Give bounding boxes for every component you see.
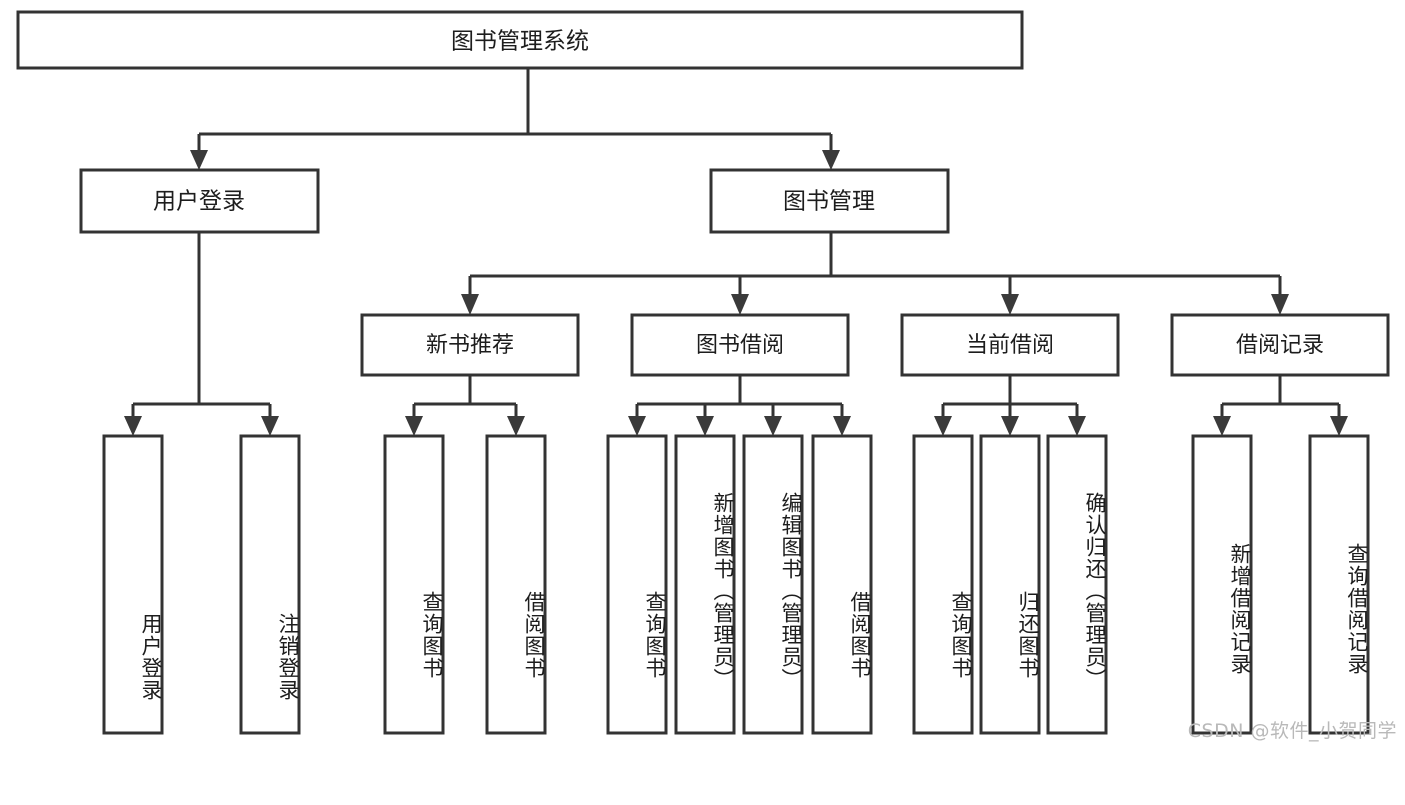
flowchart-svg: 图书管理系统 用户登录 图书管理 新书推荐 图书借阅 当前借阅 借阅记录 — [16, 10, 1390, 735]
node-root-label: 图书管理系统 — [451, 29, 589, 55]
leaf-box-current-2[interactable] — [1046, 434, 1108, 735]
connector-record-to-leaves — [1213, 375, 1348, 436]
leaf-boxes-current-borrow — [912, 434, 1108, 735]
node-book-borrow[interactable]: 图书借阅 — [630, 313, 850, 377]
csdn-watermark: CSDN @软件_小贺同学 — [1187, 720, 1397, 742]
leaf-box-borrow-3[interactable] — [811, 434, 873, 735]
leaf-box-record-1[interactable] — [1308, 434, 1370, 735]
leaf-box-current-1[interactable] — [979, 434, 1041, 735]
connector-borrow-to-leaves — [628, 375, 851, 436]
leaf-box-recommend-0[interactable] — [383, 434, 445, 735]
leaf-boxes-borrow — [606, 434, 873, 735]
leaf-box-user-login-0[interactable] — [102, 434, 164, 735]
node-book-management[interactable]: 图书管理 — [709, 168, 950, 234]
node-current-borrow-label: 当前借阅 — [966, 333, 1054, 358]
leaf-box-record-0[interactable] — [1191, 434, 1253, 735]
node-book-management-label: 图书管理 — [783, 189, 875, 215]
connector-recommend-to-leaves — [405, 375, 525, 436]
connector-user-login-to-leaves — [124, 232, 279, 436]
node-borrow-record-label: 借阅记录 — [1236, 333, 1324, 358]
node-new-book-recommend-label: 新书推荐 — [426, 333, 514, 358]
leaf-boxes-recommend — [383, 434, 547, 735]
node-current-borrow[interactable]: 当前借阅 — [900, 313, 1120, 377]
node-borrow-record[interactable]: 借阅记录 — [1170, 313, 1390, 377]
leaf-box-borrow-0[interactable] — [606, 434, 668, 735]
connector-root-to-level2 — [190, 68, 840, 170]
node-user-login[interactable]: 用户登录 — [79, 168, 320, 234]
connector-current-borrow-to-leaves — [934, 375, 1086, 436]
leaf-box-current-0[interactable] — [912, 434, 974, 735]
node-book-borrow-label: 图书借阅 — [696, 333, 784, 358]
leaf-box-borrow-2[interactable] — [742, 434, 804, 735]
flowchart-canvas: 图书管理系统 用户登录 图书管理 新书推荐 图书借阅 当前借阅 借阅记录 — [16, 10, 1397, 742]
leaf-box-user-login-1[interactable] — [239, 434, 301, 735]
connector-book-mgmt-to-level3 — [461, 232, 1289, 315]
node-user-login-label: 用户登录 — [153, 189, 245, 215]
leaf-boxes-user-login — [102, 434, 301, 735]
leaf-boxes-record — [1191, 434, 1370, 735]
node-root[interactable]: 图书管理系统 — [16, 10, 1024, 70]
node-new-book-recommend[interactable]: 新书推荐 — [360, 313, 580, 377]
leaf-box-borrow-1[interactable] — [674, 434, 736, 735]
leaf-box-recommend-1[interactable] — [485, 434, 547, 735]
